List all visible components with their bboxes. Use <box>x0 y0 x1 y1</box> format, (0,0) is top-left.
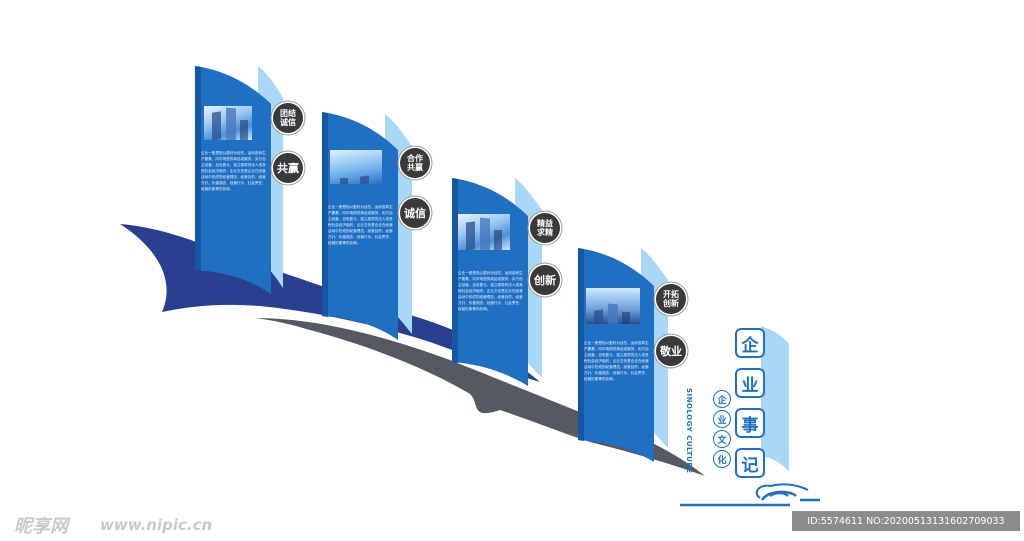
sky-photo <box>330 150 382 184</box>
value-badge: 团结 诚信 <box>273 103 303 133</box>
cloud-swirl <box>755 483 809 499</box>
value-badge: 开拓 创新 <box>656 284 686 314</box>
value-badge: 敬业 <box>656 336 686 366</box>
panel-body-text: 企业一般是指以盈利为目的，运用各种生产要素，向市场提供商品或服务，实行自主经营、… <box>458 271 523 311</box>
building-photo <box>204 106 252 140</box>
english-subtitle: SINOLOGY CULTURE <box>685 388 693 474</box>
title-char: 企 <box>735 328 765 358</box>
watermark-url: www.nipic.cn <box>100 516 213 534</box>
value-badge: 创新 <box>530 265 560 295</box>
title-char: 记 <box>735 448 765 478</box>
culture-panel-2: 企业一般是指以盈利为目的，运用各种生产要素，向市场提供商品或服务，实行自主经营、… <box>320 112 440 342</box>
subtitle-char: 业 <box>713 410 731 428</box>
building-photo <box>458 214 510 250</box>
grey-ribbon-tip <box>470 394 500 410</box>
panel-body-text: 企业一般是指以盈利为目的，运用各种生产要素，向市场提供商品或服务，实行自主经营、… <box>328 205 393 245</box>
image-id-bar: ID:5574611 NO:20200513131602709033 <box>792 511 1020 531</box>
value-badge: 合作 共赢 <box>400 148 430 178</box>
title-char: 业 <box>735 368 765 398</box>
building-photo <box>586 288 640 324</box>
watermark-logo: 昵享网 <box>14 516 68 537</box>
title-ribbon <box>761 326 789 472</box>
value-badge: 诚信 <box>400 198 430 228</box>
value-badge: 精益 求精 <box>530 213 560 243</box>
culture-panel-1: 企业一般是指以盈利为目的，运用各种生产要素，向市场提供商品或服务，实行自主经营、… <box>193 66 313 296</box>
subtitle-char: 化 <box>713 450 731 468</box>
panel-body-text: 企业一般是指以盈利为目的，运用各种生产要素，向市场提供商品或服务，实行自主经营、… <box>584 341 649 381</box>
subtitle-char: 企 <box>713 390 731 408</box>
title-block: 企 业 事 记 <box>733 322 793 492</box>
panel-body-text: 企业一般是指以盈利为目的，运用各种生产要素，向市场提供商品或服务，实行自主经营、… <box>201 151 266 191</box>
cloud-line <box>680 490 820 507</box>
value-badge: 共赢 <box>273 153 303 183</box>
subtitle-char: 文 <box>713 430 731 448</box>
title-char: 事 <box>735 408 765 438</box>
